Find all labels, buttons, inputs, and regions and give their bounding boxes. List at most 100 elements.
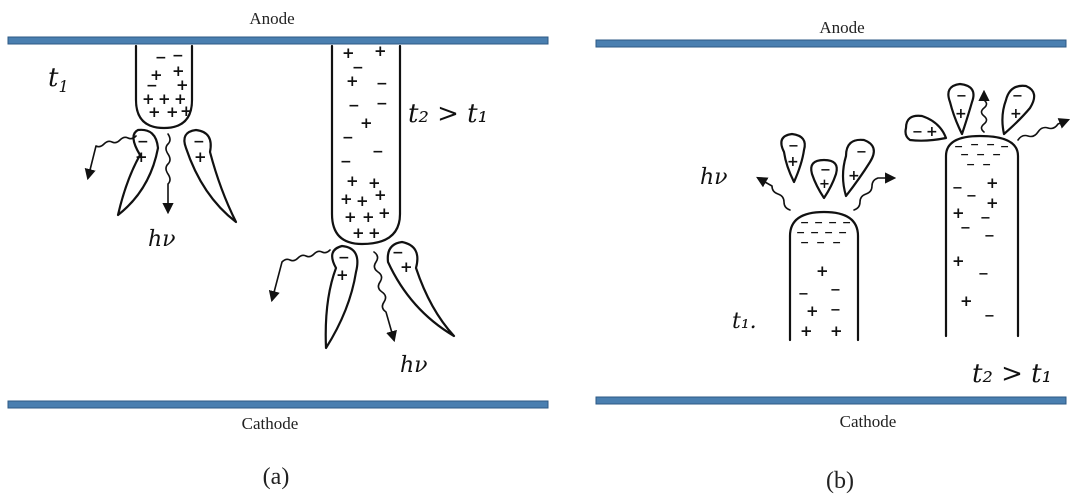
panel-b: Anode Cathode (b) − − − − − − − − − − − …: [595, 18, 1071, 494]
charge-minus: −: [992, 148, 1001, 161]
charge-minus: −: [830, 283, 841, 298]
avalanches-short-b: − + − + − +: [780, 132, 875, 200]
charge-minus: −: [830, 303, 841, 318]
charge-minus: −: [814, 216, 823, 229]
anode-label-a: Anode: [249, 9, 294, 28]
anode-plate-a: [7, 36, 549, 45]
time-label-t1-a: t1: [48, 63, 69, 96]
charge-minus: −: [340, 154, 352, 170]
charge-minus: −: [788, 139, 799, 154]
photon-wavy-arrow: [853, 172, 897, 211]
charge-minus: −: [966, 189, 977, 204]
charge-plus: +: [135, 148, 148, 166]
avalanches-short-a: − + − +: [116, 128, 238, 224]
charge-minus: −: [824, 226, 833, 239]
avalanche-drop: [1001, 84, 1036, 136]
charge-minus: −: [986, 138, 995, 151]
charge-plus: +: [1010, 106, 1022, 122]
charge-minus: −: [838, 226, 847, 239]
charge-minus: −: [376, 76, 388, 92]
charge-plus: +: [342, 44, 355, 62]
cathode-plate-b: [595, 396, 1067, 405]
short-streamer-a: − − + + − + + + + + + +: [134, 44, 194, 130]
charge-minus: −: [912, 125, 923, 140]
charge-minus: −: [810, 226, 819, 239]
charge-plus: +: [816, 262, 829, 280]
charge-minus: −: [342, 130, 354, 146]
short-streamer-outline: [788, 210, 860, 342]
charge-minus: −: [828, 216, 837, 229]
charge-plus: +: [960, 292, 973, 310]
cathode-label-a: Cathode: [242, 414, 299, 433]
charge-plus: +: [346, 172, 359, 190]
charge-plus: +: [166, 103, 179, 121]
avalanche-drop: [780, 132, 806, 184]
charge-plus: +: [346, 72, 359, 90]
photon-wavy-arrow: [1017, 118, 1071, 141]
charge-plus: +: [174, 90, 187, 108]
charge-minus: −: [146, 78, 158, 94]
photon-wavy-arrow: [268, 249, 331, 303]
charge-minus: −: [952, 181, 963, 196]
anode-plate-b: [595, 39, 1067, 48]
avalanche-drop: [947, 82, 975, 136]
avalanche-drop: [116, 128, 160, 217]
charge-minus: −: [376, 96, 388, 112]
charge-plus: +: [360, 114, 373, 132]
charge-plus: +: [800, 322, 813, 340]
charge-plus: +: [194, 148, 207, 166]
time-label-t1-b: t₁.: [732, 309, 757, 334]
charge-plus: +: [172, 62, 185, 80]
charge-plus: +: [340, 190, 353, 208]
charge-plus: +: [362, 208, 375, 226]
charge-minus: −: [842, 216, 851, 229]
photon-label-a1: hν: [148, 227, 176, 252]
charge-plus: +: [158, 90, 171, 108]
charge-minus: −: [956, 89, 967, 104]
charge-minus: −: [982, 158, 991, 171]
photon-wavy-arrow: [756, 176, 791, 211]
photon-wavy-arrow: [84, 135, 137, 181]
charge-plus: +: [830, 322, 843, 340]
charge-minus: −: [832, 236, 841, 249]
charge-plus: +: [336, 266, 349, 284]
long-streamer-a: + + − + − − − + − − − + + + + + + + + + …: [330, 42, 402, 246]
charge-plus: +: [787, 154, 799, 170]
photon-label-a2: hν: [400, 353, 428, 378]
charge-minus: −: [978, 267, 989, 282]
avalanches-long-a: − + − +: [324, 240, 456, 350]
panel-a: Anode Cathode (a) − − + + − + + + + + + …: [7, 9, 549, 490]
charge-minus: −: [392, 245, 404, 261]
charge-minus: −: [348, 98, 360, 114]
charge-plus: +: [848, 168, 860, 184]
charge-minus: −: [338, 250, 350, 266]
photon-wavy-arrow: [373, 251, 397, 343]
long-streamer-outline: [944, 134, 1020, 338]
charge-minus: −: [970, 138, 979, 151]
avalanche-drop: [183, 128, 238, 224]
charge-minus: −: [800, 216, 809, 229]
avalanche-drop: [904, 114, 948, 142]
charge-plus: +: [368, 224, 381, 242]
charge-plus: +: [986, 174, 999, 192]
charge-plus: +: [955, 106, 967, 122]
time-label-t2-b: t₂ > t₁: [972, 359, 1052, 389]
anode-label-b: Anode: [819, 18, 864, 37]
charge-plus: +: [374, 186, 387, 204]
time-label-t2-a: t₂ > t₁: [408, 99, 488, 129]
charge-plus: +: [356, 192, 369, 210]
charge-minus: −: [984, 309, 995, 324]
charge-plus: +: [378, 204, 391, 222]
avalanche-drop: [810, 158, 838, 200]
charge-plus: +: [344, 208, 357, 226]
long-streamer-outline: [330, 44, 402, 246]
charge-minus: −: [372, 144, 384, 160]
charge-plus: +: [926, 124, 938, 140]
charge-minus: −: [960, 221, 971, 236]
charge-minus: −: [352, 60, 364, 76]
photon-wavy-arrow: [162, 133, 174, 215]
charge-plus: +: [180, 102, 193, 120]
short-streamer-outline: [134, 44, 194, 130]
avalanche-drop: [386, 240, 456, 338]
